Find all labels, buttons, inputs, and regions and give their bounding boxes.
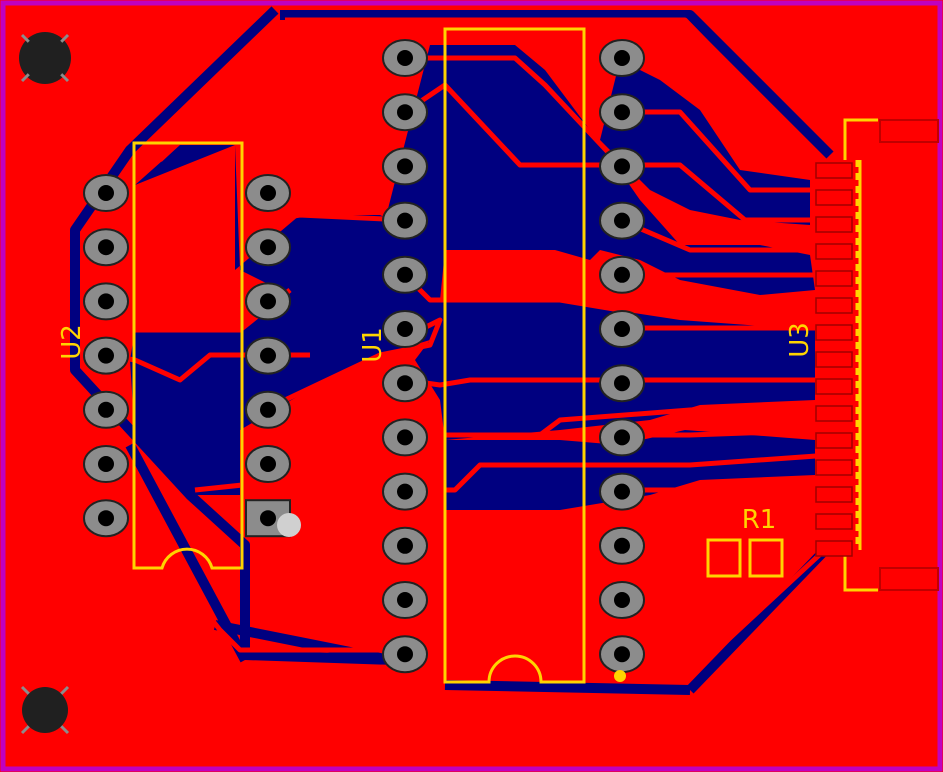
u1-pad	[382, 201, 428, 240]
u3-mount-tab-top	[879, 119, 939, 143]
u3-pad	[815, 162, 853, 179]
u1-silkscreen	[443, 27, 586, 684]
u1-pad	[599, 581, 645, 619]
u1-pad	[599, 147, 645, 186]
u1-pad	[599, 418, 645, 457]
u3-pad	[815, 405, 853, 422]
u1-pad	[599, 472, 645, 511]
u1-pad	[599, 39, 645, 77]
u3-silkscreen	[843, 118, 878, 592]
r1-pad-1	[706, 538, 742, 578]
u1-pad	[382, 364, 428, 403]
mounting-hole-top-left	[19, 32, 71, 84]
u2-pad	[245, 390, 291, 429]
u3-pad	[815, 486, 853, 503]
u1-pad	[382, 472, 428, 511]
u3-pad	[815, 540, 853, 557]
u2-pad	[83, 390, 129, 429]
u1-pad	[599, 364, 645, 403]
u1-pad	[599, 310, 645, 348]
u3-designator: U3	[785, 322, 815, 358]
u3-pad	[815, 297, 853, 314]
u2-silkscreen	[132, 141, 244, 570]
u3-pad	[815, 459, 853, 476]
u3-pad	[815, 324, 853, 341]
u3-pad	[815, 216, 853, 233]
u2-pad	[83, 174, 129, 212]
u1-pad	[382, 147, 428, 186]
u1-pad	[599, 93, 645, 132]
u1-pad	[382, 310, 428, 348]
u1-pads	[382, 39, 645, 674]
u2-pad	[83, 282, 129, 321]
u3-pad	[815, 378, 853, 395]
u2-pad	[83, 499, 129, 538]
u1-pad	[382, 418, 428, 457]
r1-designator: R1	[742, 505, 777, 535]
u3-mount-tab-bottom	[879, 567, 939, 591]
u2-pads	[83, 174, 291, 538]
u2-pad	[245, 228, 291, 267]
u2-pad	[245, 336, 291, 375]
u3-pad	[815, 351, 853, 368]
u1-pin1-marker	[614, 670, 626, 682]
u2-pad	[83, 445, 129, 483]
u1-pad	[382, 93, 428, 132]
u1-pad	[382, 635, 428, 674]
u3-pad	[815, 243, 853, 260]
u2-pad	[83, 228, 129, 267]
u1-pad	[599, 635, 645, 674]
u2-designator: U2	[57, 324, 87, 360]
u1-pad	[599, 201, 645, 240]
u1-pad	[382, 255, 428, 294]
u2-pin1-marker	[277, 513, 301, 537]
u3-pad	[815, 432, 853, 449]
u2-pad	[245, 445, 291, 483]
u2-pad	[83, 336, 129, 375]
u1-pad	[382, 526, 428, 565]
u2-pad	[245, 174, 291, 212]
u2-pad	[245, 282, 291, 321]
u1-pad	[382, 39, 428, 77]
u3-pads	[815, 162, 853, 557]
u1-pad	[382, 581, 428, 619]
mounting-hole-bottom-left	[20, 685, 70, 735]
u3-pad	[815, 270, 853, 287]
u1-pad	[599, 526, 645, 565]
r1-pad-2	[748, 538, 784, 578]
u3-pad	[815, 189, 853, 206]
u1-pad	[599, 255, 645, 294]
u3-pad	[815, 513, 853, 530]
